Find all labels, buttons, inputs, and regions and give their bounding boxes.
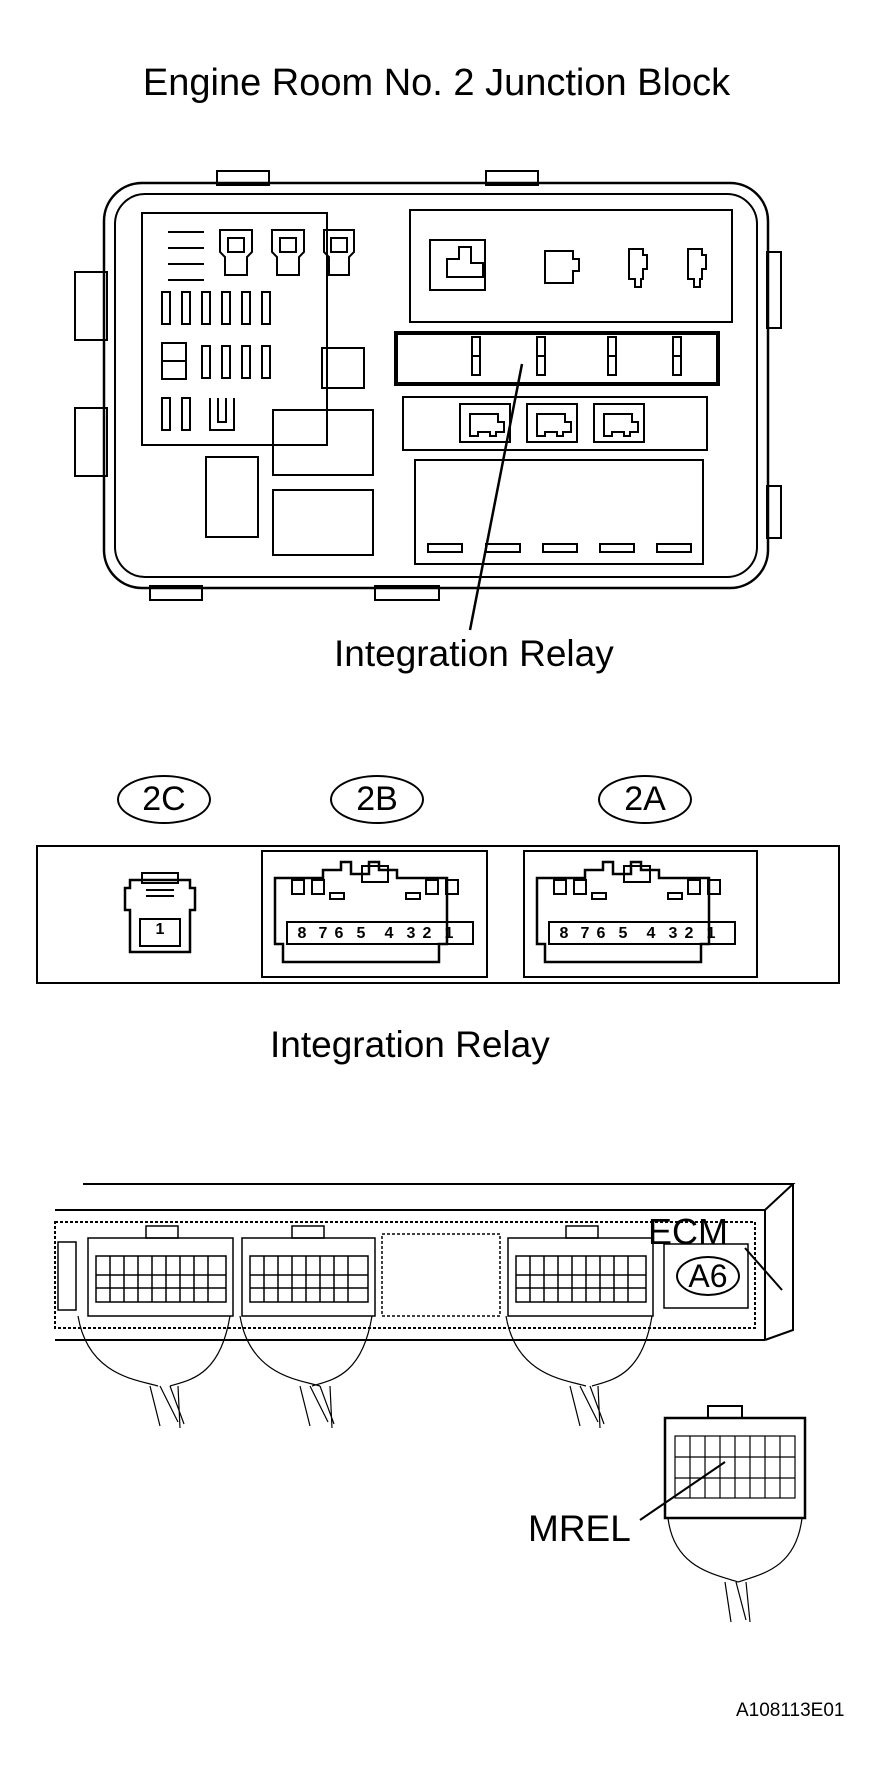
pin-2a-2: 2 [684, 925, 694, 942]
pin-2b-8: 8 [297, 925, 307, 942]
pin-2b-4: 4 [384, 925, 394, 942]
pin-2b-7: 7 [318, 925, 328, 942]
pin-2b-2: 2 [422, 925, 432, 942]
connector-code-2b-text: 2B [356, 780, 398, 818]
pin-2b-5: 5 [356, 925, 366, 942]
connector-code-2a: 2A [598, 775, 692, 824]
pin-2a-1: 1 [706, 925, 716, 942]
ecm-connector-code: A6 [676, 1256, 740, 1296]
pin-2b-1: 1 [444, 925, 454, 942]
connector-code-2b: 2B [330, 775, 424, 824]
pin-2a-7: 7 [580, 925, 590, 942]
ecm-connector-code-text: A6 [688, 1258, 728, 1294]
connector-code-2a-text: 2A [624, 780, 666, 818]
diagram-title: Engine Room No. 2 Junction Block [142, 62, 731, 104]
integration-relay-callout: Integration Relay [334, 633, 614, 674]
figure-reference: A108113E01 [736, 1700, 845, 1721]
pin-2a-8: 8 [559, 925, 569, 942]
pin-2b-6: 6 [334, 925, 344, 942]
pin-2a-6: 6 [596, 925, 606, 942]
mrel-terminal-label: MREL [528, 1508, 631, 1549]
pin-2a-5: 5 [618, 925, 628, 942]
pin-row-2a: 8 7 6 5 4 3 2 1 [551, 925, 735, 943]
ecm-label: ECM [648, 1211, 728, 1252]
connector-code-2c-text: 2C [142, 780, 186, 818]
connector-code-2c: 2C [117, 775, 211, 824]
pin-2a-4: 4 [646, 925, 656, 942]
connector-caption: Integration Relay [270, 1024, 550, 1065]
pin-2b-3: 3 [406, 925, 416, 942]
pin-2c-1: 1 [155, 921, 165, 938]
pin-2a-3: 3 [668, 925, 678, 942]
pin-row-2b: 8 7 6 5 4 3 2 1 [289, 925, 473, 943]
